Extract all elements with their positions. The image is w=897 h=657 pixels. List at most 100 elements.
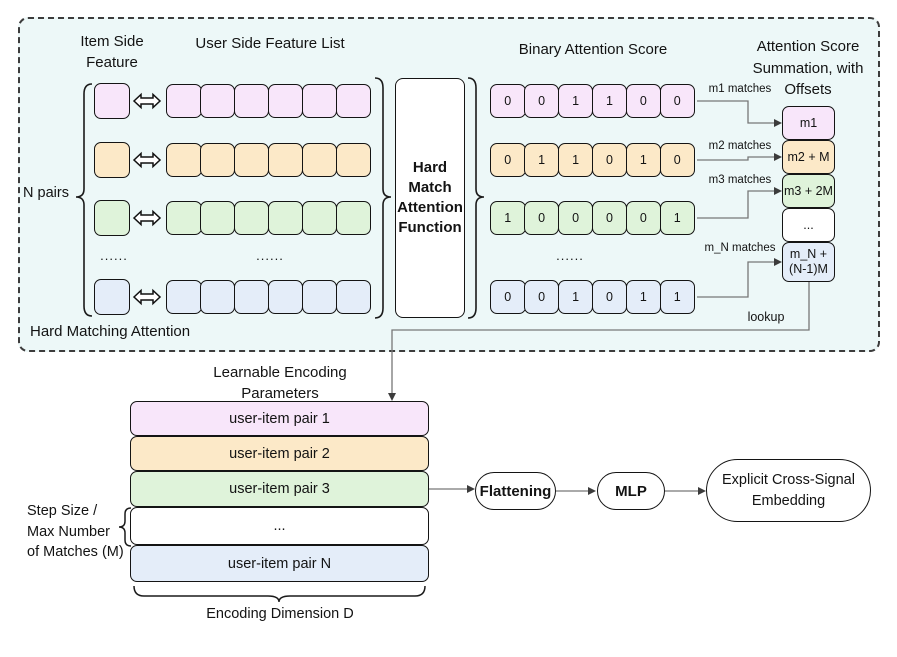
binary-cell: 0 [591,201,628,235]
feature-cell [267,143,304,177]
feature-cell [166,201,202,235]
item-ellipsis: ...... [100,248,128,263]
sum-box-mN: m_N + (N-1)M [782,242,835,282]
summation-title-line1: Attention Score [756,38,860,55]
step-size-line2: Max Number [27,523,110,540]
feature-cell [267,84,304,118]
binary-ellipsis: ...... [556,248,584,263]
feature-cell [335,84,372,118]
arrowhead-icon [698,487,706,495]
arrowhead-icon [588,487,596,495]
encoding-row-pair2: user-item pair 2 [130,436,429,471]
binary-cell: 0 [490,84,526,118]
binary-cell: 1 [523,143,560,177]
sum-box-mN-line1: m_N + [789,247,828,261]
encoding-row-pairN: user-item pair N [130,545,429,582]
feature-cell [267,201,304,235]
user-feature-row-3 [166,201,372,235]
binary-cell: 0 [490,280,526,314]
summation-title-line3: Offsets [784,81,832,98]
step-size-line3: of Matches (M) [27,544,124,560]
feature-cell [301,280,338,314]
m3-matches-label: m3 matches [708,174,772,186]
lookup-label: lookup [747,310,785,324]
binary-cell: 1 [557,84,594,118]
feature-cell [233,201,270,235]
function-label-line1: Hard [412,159,448,176]
encoding-dimension-label: Encoding Dimension D [206,606,354,622]
user-ellipsis: ...... [256,248,284,263]
item-feature-box-3 [94,200,130,236]
arrowhead-icon [388,393,396,401]
sum-box-m3: m3 + 2M [782,174,835,208]
feature-cell [301,143,338,177]
function-label-line2: Match [408,179,452,196]
step-size-label: Step Size / Max Number of Matches (M) [27,501,124,563]
summation-title: Attention Score Summation, with Offsets [733,36,883,101]
m2-matches-label: m2 matches [708,140,772,152]
learnable-encoding-title: Learnable Encoding Parameters [180,362,380,404]
item-feature-box-2 [94,142,130,178]
learnable-encoding-line2: Parameters [241,385,319,402]
feature-cell [166,143,202,177]
mN-matches-label: m_N matches [704,242,776,254]
feature-cell [166,84,202,118]
flattening-node: Flattening [475,472,556,510]
encoding-row-ellipsis: ... [130,507,429,545]
feature-cell [199,280,236,314]
binary-cell: 0 [659,84,696,118]
binary-cell: 0 [557,201,594,235]
binary-cell: 0 [523,201,560,235]
feature-cell [301,201,338,235]
user-feature-row-2 [166,143,372,177]
feature-cell [199,143,236,177]
output-embedding-line1: Explicit Cross-Signal [722,471,855,488]
binary-cell: 0 [523,84,560,118]
feature-cell [335,201,372,235]
feature-cell [335,280,372,314]
binary-cell: 0 [659,143,696,177]
item-feature-box-N [94,279,130,315]
function-label-line3: Attention [397,199,463,216]
sum-box-ellipsis: ... [782,208,835,242]
encoding-row-pair1: user-item pair 1 [130,401,429,436]
step-size-line1: Step Size / [27,503,98,519]
function-label-line4: Function [398,219,462,236]
binary-cell: 1 [659,280,696,314]
hard-match-function-box: Hard Match Attention Function [395,78,465,318]
binary-cell: 0 [625,84,662,118]
binary-cell: 1 [659,201,696,235]
output-embedding-line2: Embedding [751,492,826,509]
binary-cell: 0 [490,143,526,177]
sum-box-mN-line2: (N-1)M [789,262,828,276]
feature-cell [166,280,202,314]
feature-cell [301,84,338,118]
summation-title-line2: Summation, with [752,59,864,77]
feature-cell [199,84,236,118]
sum-box-m2: m2 + M [782,140,835,174]
feature-cell [233,280,270,314]
binary-cell: 1 [625,143,662,177]
item-feature-box-1 [94,83,130,119]
feature-cell [199,201,236,235]
binary-cell: 0 [591,143,628,177]
binary-cell: 0 [591,280,628,314]
binary-cell: 0 [625,201,662,235]
encoding-dimension-brace [133,585,426,603]
binary-cell: 1 [625,280,662,314]
binary-cell: 1 [591,84,628,118]
feature-cell [267,280,304,314]
feature-cell [335,143,372,177]
panel-title: Hard Matching Attention [30,323,191,340]
encoding-row-pair3: user-item pair 3 [130,471,429,507]
binary-cell: 1 [557,143,594,177]
binary-cell: 1 [490,201,526,235]
item-side-title-line2: Feature [86,54,138,71]
m1-matches-label: m1 matches [708,83,772,95]
arrowhead-icon [467,485,475,493]
